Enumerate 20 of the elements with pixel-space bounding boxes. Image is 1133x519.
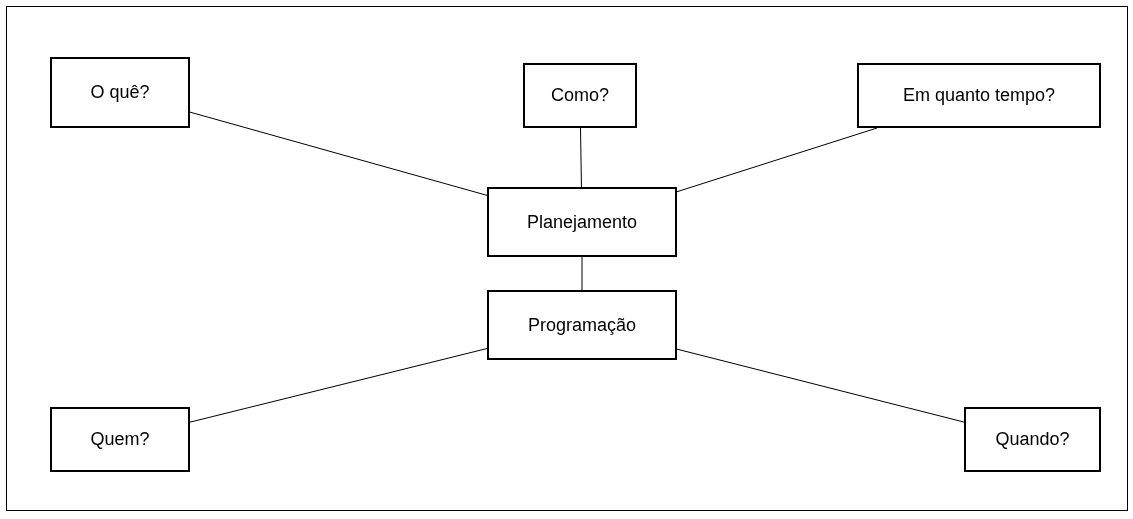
label-box xyxy=(964,407,1101,472)
label-box xyxy=(487,187,677,257)
connector-line xyxy=(676,348,965,423)
label-box xyxy=(857,63,1101,128)
connector-line xyxy=(189,111,488,196)
box-label: Em quanto tempo? xyxy=(902,84,1056,107)
box-label: O quê? xyxy=(90,81,150,104)
connector-line xyxy=(189,348,488,423)
box-label: Quem? xyxy=(90,428,150,451)
label-box xyxy=(50,57,190,128)
label-box xyxy=(523,63,637,128)
box-label: Como? xyxy=(551,84,609,107)
box-label: Planejamento xyxy=(526,210,638,234)
label-box xyxy=(487,290,677,360)
label-box xyxy=(50,407,190,472)
connector-line xyxy=(580,127,582,188)
box-label: Quando? xyxy=(995,428,1070,451)
connector-line xyxy=(676,127,878,193)
connector-line xyxy=(581,256,583,291)
box-label: Programação xyxy=(527,313,637,337)
